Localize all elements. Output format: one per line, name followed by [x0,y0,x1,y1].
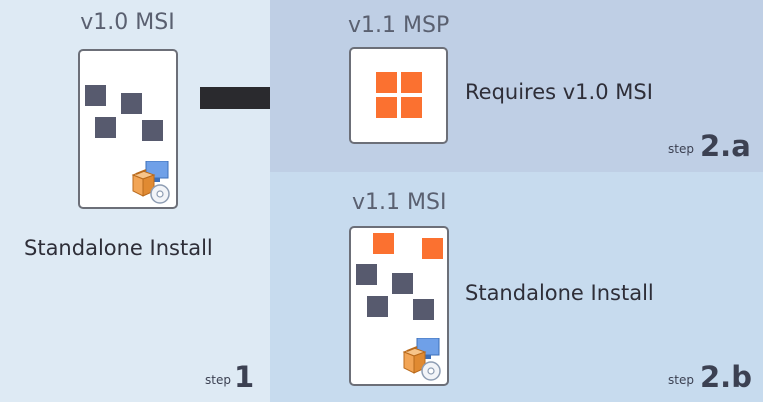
v1-1-msp-title: v1.1 MSP [348,13,450,38]
patch-square [373,233,394,254]
v1-1-msi-document [349,226,449,386]
component-square [356,264,377,285]
installer-box-cd-icon [131,161,170,204]
v1-0-msi-title: v1.0 MSI [80,10,175,35]
step-1-description: Standalone Install [24,236,213,260]
patch-square [422,238,443,259]
step-1-label: step [205,373,231,387]
v1-1-msi-title: v1.1 MSI [352,190,447,215]
v1-1-msp-document [349,47,448,144]
patch-square [401,97,422,118]
component-square [85,85,106,106]
step-2b-number: 2.b [700,360,752,394]
installer-box-cd-icon [402,338,441,381]
step-2a-description: Requires v1.0 MSI [465,80,653,104]
step-2a-number: 2.a [700,129,751,163]
step-1-panel: v1.0 MSI Standalone Install step 1 [0,0,270,402]
patch-square [376,72,397,93]
step-2b-label: step [668,373,694,387]
component-square [367,296,388,317]
step-2b-description: Standalone Install [465,281,654,305]
arrow-right-icon [200,71,331,125]
step-1-number: 1 [234,360,255,394]
component-square [95,117,116,138]
v1-0-msi-document [78,49,178,209]
step-2a-label: step [668,142,694,156]
step-2b-panel: v1.1 MSI Standalone Install step 2.b [270,172,763,402]
component-square [413,299,434,320]
patch-square [401,72,422,93]
component-square [121,93,142,114]
component-square [142,120,163,141]
component-square [392,273,413,294]
patch-square [376,97,397,118]
step-2a-panel: v1.1 MSP Requires v1.0 MSI step 2.a [270,0,763,172]
